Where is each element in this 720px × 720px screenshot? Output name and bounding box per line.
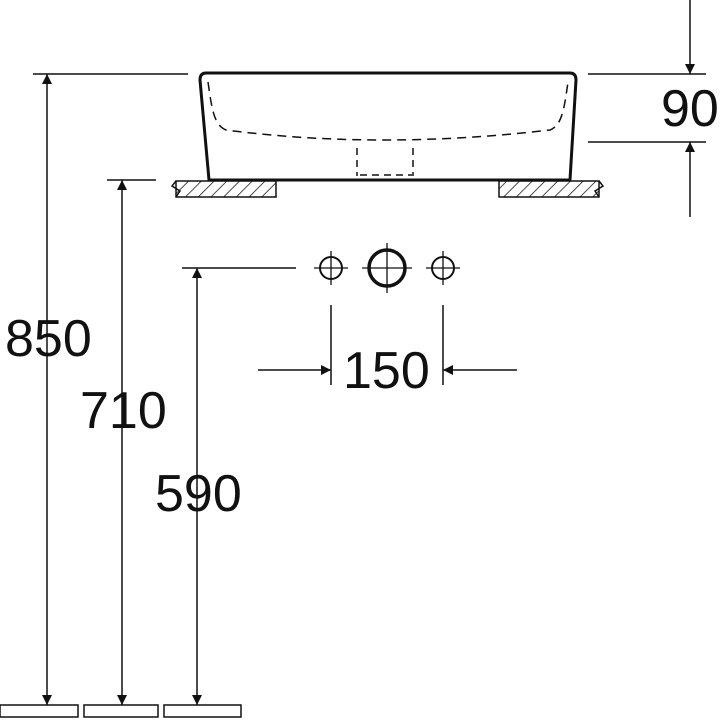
floor-segment-1: [0, 704, 79, 718]
tap-hole-left: [314, 251, 348, 285]
dim-label-150: 150: [343, 342, 430, 400]
dimension-labels: 90 850 710 590 150: [5, 80, 719, 523]
floor-segment-2: [83, 704, 159, 718]
floor: [0, 704, 242, 718]
countertop-left: [175, 180, 277, 198]
tap-hole-center: [362, 243, 412, 293]
countertop-right: [498, 180, 600, 198]
washbasin: [198, 71, 578, 182]
dim-label-710: 710: [80, 382, 167, 440]
dim-label-90: 90: [661, 80, 719, 138]
break-mark-left: [170, 180, 182, 198]
basin-inner-dashed-outline: [207, 81, 569, 141]
dimension-lines: [42, 0, 695, 705]
tap-hole-right: [426, 251, 460, 285]
basin-outline: [198, 71, 578, 182]
break-mark-right: [593, 180, 605, 198]
dim-label-850: 850: [5, 310, 92, 368]
countertop: [170, 180, 605, 198]
dim-label-590: 590: [155, 465, 242, 523]
floor-segment-3: [163, 704, 242, 718]
tap-holes: [314, 243, 460, 293]
